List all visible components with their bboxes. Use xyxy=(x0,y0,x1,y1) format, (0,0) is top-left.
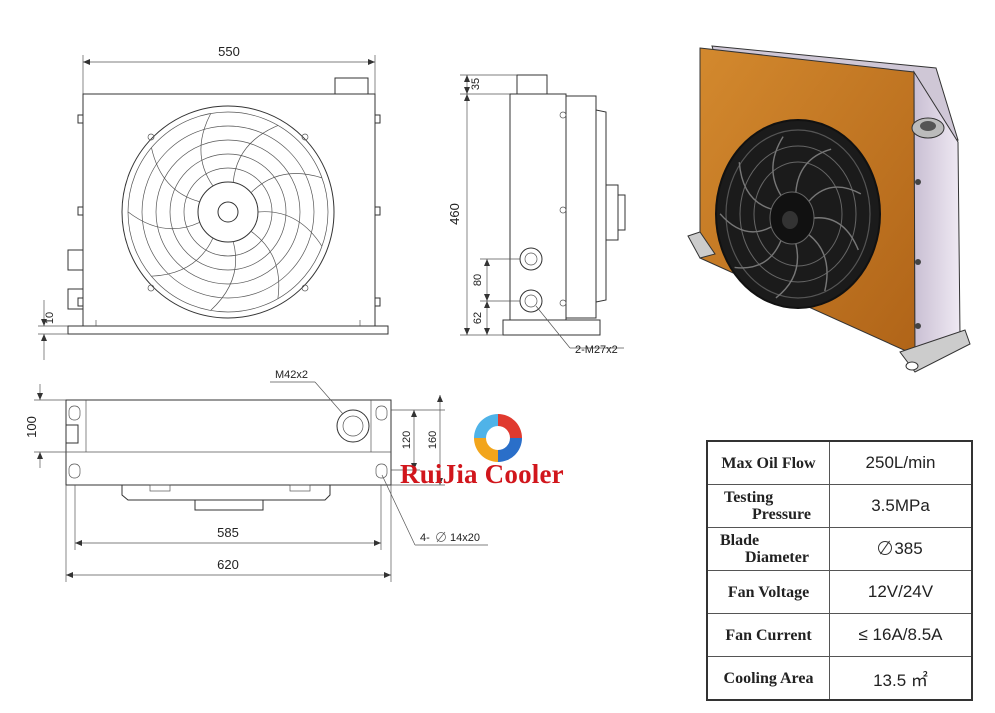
spec-value: 3.5MPa xyxy=(829,484,973,528)
side-port-label: 2-M27x2 xyxy=(575,344,618,356)
top-160-dimension: 160 xyxy=(427,431,439,449)
front-base-dimension: 10 xyxy=(44,312,56,324)
render-fan-blade xyxy=(795,148,832,193)
spec-key-line2: Pressure xyxy=(752,506,811,523)
table-row: Blade Diameter 385 xyxy=(706,527,973,571)
table-row: Fan Voltage 12V/24V xyxy=(706,570,973,614)
top-view: M42x2 100 120 160 585 620 4- 14x2 xyxy=(24,369,488,582)
render-fan-blade xyxy=(813,217,859,251)
fan-blade xyxy=(151,147,200,203)
front-view: 550 10 xyxy=(38,44,389,360)
top-port-label: M42x2 xyxy=(275,369,308,381)
spec-key: Cooling Area xyxy=(723,669,814,687)
spec-value: 13.5 ㎡ xyxy=(829,656,973,701)
render-fan-blade xyxy=(808,186,862,202)
table-row: Testing Pressure 3.5MPa xyxy=(706,484,973,528)
fan-blade xyxy=(257,211,323,247)
fan-blade xyxy=(127,211,200,229)
spec-value: 385 xyxy=(894,539,923,558)
table-row: Fan Current ≤ 16A/8.5A xyxy=(706,613,973,657)
brand-name: RuiJia Cooler xyxy=(400,459,564,489)
spec-value: ≤ 16A/8.5A xyxy=(829,613,973,657)
render-fan-blade xyxy=(772,136,784,196)
side-height-dimension: 460 xyxy=(447,203,462,225)
render-fan-blade xyxy=(734,240,782,269)
top-585-dimension: 585 xyxy=(217,525,239,540)
spec-table: Max Oil Flow 250L/min Testing Pressure 3… xyxy=(706,440,973,701)
side-port-low-dimension: 62 xyxy=(472,312,484,324)
fan-blade xyxy=(200,113,214,187)
front-width-dimension: 550 xyxy=(218,44,240,59)
fan-blade xyxy=(151,237,214,277)
top-depth-dimension: 100 xyxy=(24,416,39,438)
fan-blade xyxy=(250,173,323,193)
side-port-spacing-dimension: 80 xyxy=(472,274,484,286)
spec-key-line1: Blade xyxy=(720,532,760,549)
render-fan-blade xyxy=(738,162,772,210)
fan-grille-drawing xyxy=(121,105,335,319)
table-row: Cooling Area 13.5 ㎡ xyxy=(706,656,973,701)
diameter-icon xyxy=(878,541,893,555)
product-render xyxy=(687,45,971,373)
spec-key: Fan Current xyxy=(725,626,812,644)
spec-key-line1: Testing xyxy=(724,489,774,506)
top-hole-count-label: 4- xyxy=(420,532,430,544)
spec-key-line2: Diameter xyxy=(745,549,809,566)
render-fan-blade xyxy=(775,243,799,299)
render-fan-blade xyxy=(719,213,772,233)
top-120-dimension: 120 xyxy=(401,431,413,449)
side-top-dimension: 35 xyxy=(470,78,482,90)
ruijia-logo-icon xyxy=(470,410,526,471)
side-view: 35 460 80 62 2-M27x2 xyxy=(447,74,626,356)
render-fan-blade xyxy=(808,234,828,292)
diameter-symbol-icon xyxy=(436,531,446,543)
fan-blade xyxy=(210,241,237,311)
spec-key: Fan Voltage xyxy=(727,583,810,601)
table-row: Max Oil Flow 250L/min xyxy=(706,440,973,485)
top-620-dimension: 620 xyxy=(217,557,239,572)
fan-blade xyxy=(232,125,279,183)
spec-key: Max Oil Flow xyxy=(721,454,816,472)
spec-value: 250L/min xyxy=(829,440,973,485)
top-hole-size-label: 14x20 xyxy=(450,532,480,544)
spec-value: 12V/24V xyxy=(829,570,973,614)
fan-blade xyxy=(250,230,280,299)
